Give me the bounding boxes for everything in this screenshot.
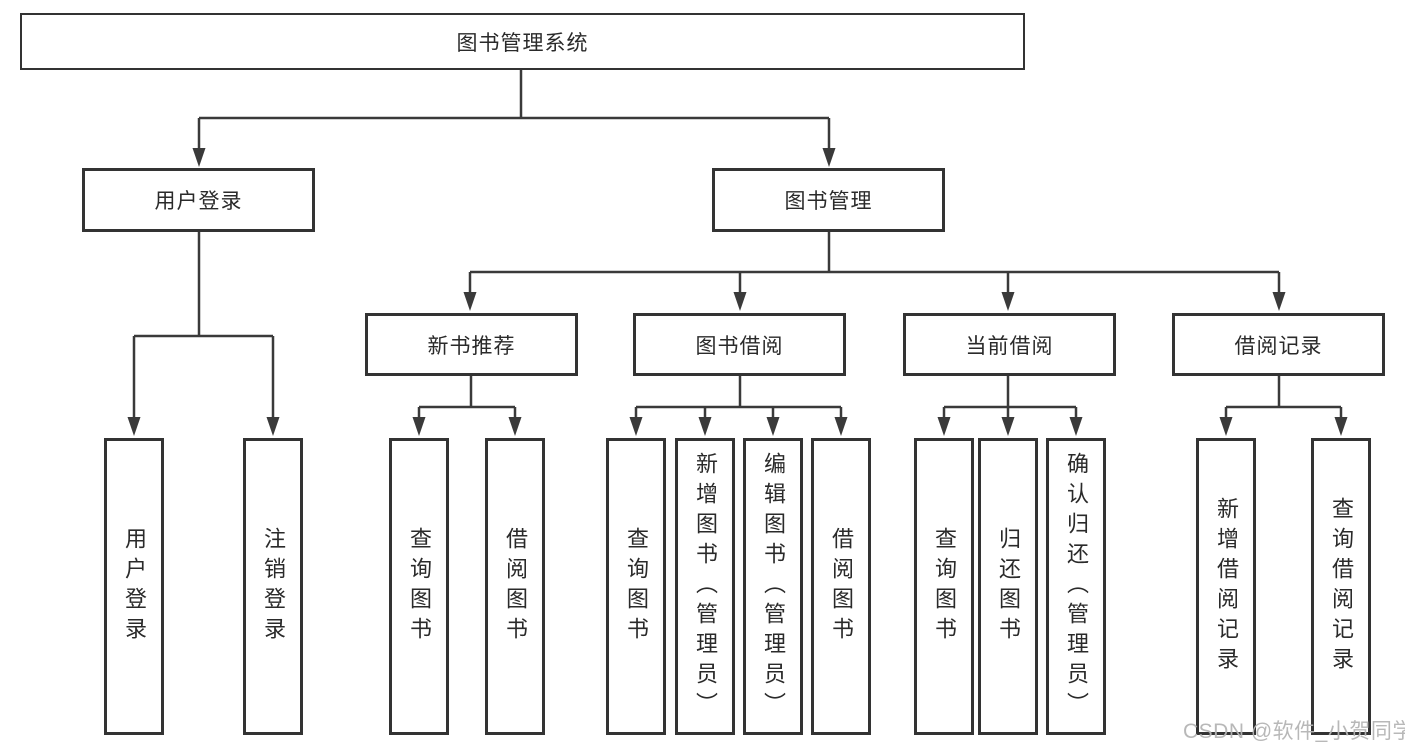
leaf-label: 查询图书 [932,526,957,647]
leaf-label: 查询图书 [407,526,432,647]
leaf-label: 借阅图书 [503,526,528,647]
leaf-query-borrow-record: 查询借阅记录 [1311,438,1371,735]
leaf-label: 编辑图书（管理员） [761,451,786,722]
leaf-label: 新增借阅记录 [1214,496,1239,677]
leaf-add-book-admin: 新增图书（管理员） [675,438,735,735]
leaf-logout: 注销登录 [243,438,303,735]
leaf-label: 查询图书 [624,526,649,647]
node-book-borrowing: 图书借阅 [633,313,846,376]
node-label: 新书推荐 [427,334,516,358]
node-label: 图书管理系统 [456,31,589,55]
node-user-login: 用户登录 [82,168,315,232]
node-label: 用户登录 [154,190,243,213]
leaf-label: 归还图书 [996,526,1021,647]
leaf-label: 注销登录 [261,526,286,647]
node-label: 当前借阅 [965,334,1054,358]
leaf-borrow-books-borrow: 借阅图书 [811,438,871,735]
node-library-management-system: 图书管理系统 [20,13,1025,70]
leaf-label: 新增图书（管理员） [693,451,718,722]
node-new-book-recommend: 新书推荐 [365,313,578,376]
leaf-borrow-books-recommend: 借阅图书 [485,438,545,735]
leaf-query-books-borrow: 查询图书 [606,438,666,735]
node-label: 图书管理 [784,190,873,213]
leaf-query-books-recommend: 查询图书 [389,438,449,735]
node-label: 借阅记录 [1234,334,1323,358]
node-current-borrowing: 当前借阅 [903,313,1116,376]
leaf-edit-book-admin: 编辑图书（管理员） [743,438,803,735]
leaf-add-borrow-record: 新增借阅记录 [1196,438,1256,735]
node-borrowing-records: 借阅记录 [1172,313,1385,376]
node-book-management: 图书管理 [712,168,945,232]
leaf-label: 确认归还（管理员） [1064,451,1089,722]
leaf-label: 查询借阅记录 [1329,496,1354,677]
leaf-query-books-current: 查询图书 [914,438,974,735]
leaf-confirm-return-admin: 确认归还（管理员） [1046,438,1106,735]
leaf-user-login: 用户登录 [104,438,164,735]
leaf-return-book: 归还图书 [978,438,1038,735]
node-label: 图书借阅 [695,334,784,358]
leaf-label: 借阅图书 [829,526,854,647]
csdn-watermark: CSDN @软件_小贺同学 [1183,720,1405,743]
leaf-label: 用户登录 [122,526,147,647]
